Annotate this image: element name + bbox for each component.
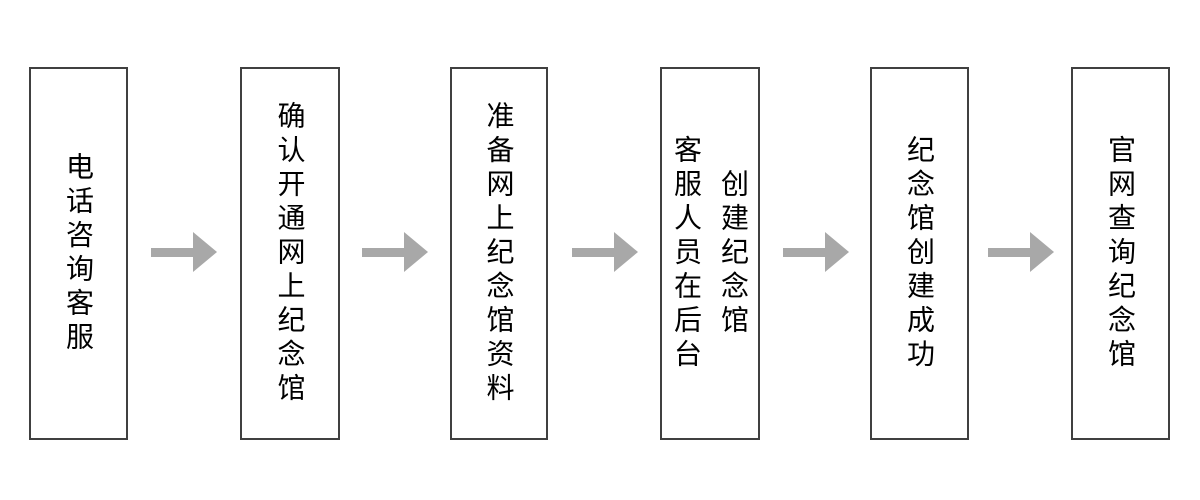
flow-arrow-icon — [572, 232, 638, 272]
flow-arrow-icon — [783, 232, 849, 272]
flow-arrow-icon — [362, 232, 428, 272]
flow-step-box-5: 纪念馆创建成功 — [870, 67, 969, 440]
arrow-shaft — [988, 247, 1030, 257]
flow-step-label-5: 纪念馆创建成功 — [904, 134, 935, 373]
arrow-head — [614, 232, 638, 272]
flow-step-box-3: 准备网上纪念馆资料 — [450, 67, 548, 440]
arrow-shaft — [151, 247, 193, 257]
arrow-head — [1030, 232, 1054, 272]
arrow-head — [825, 232, 849, 272]
flow-step-box-2: 确认开通网上纪念馆 — [240, 67, 340, 440]
arrow-head — [193, 232, 217, 272]
flow-arrow-icon — [988, 232, 1054, 272]
flow-step-label-2: 确认开通网上纪念馆 — [274, 100, 306, 407]
arrow-shaft — [572, 247, 614, 257]
arrow-head — [404, 232, 428, 272]
arrow-shaft — [783, 247, 825, 257]
flow-step-box-4: 客服人员在后台 创建纪念馆 — [660, 67, 760, 440]
flow-step-label-6: 官网查询纪念馆 — [1105, 134, 1136, 373]
flow-step-label-1: 电话咨询客服 — [63, 151, 94, 356]
flow-step-box-1: 电话咨询客服 — [29, 67, 128, 440]
flow-step-label-3: 准备网上纪念馆资料 — [483, 100, 515, 407]
flow-step-label-4: 客服人员在后台 创建纪念馆 — [671, 134, 749, 373]
flow-step-box-6: 官网查询纪念馆 — [1071, 67, 1170, 440]
flow-arrow-icon — [151, 232, 217, 272]
arrow-shaft — [362, 247, 404, 257]
